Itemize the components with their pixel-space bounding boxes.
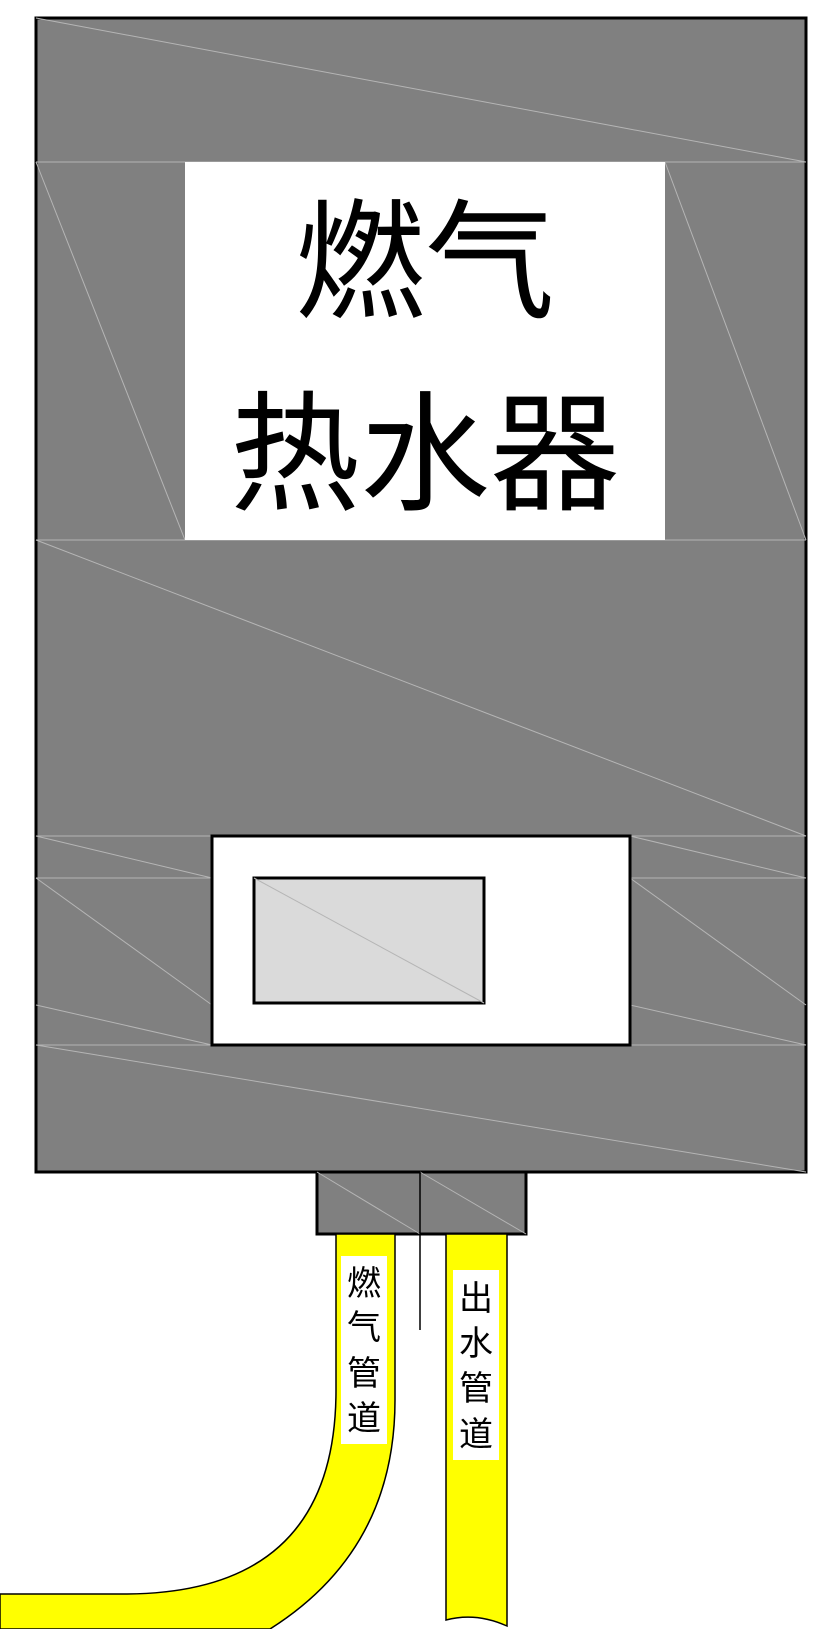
gas-pipe-label-bg xyxy=(341,1256,387,1444)
gas-pipe-label-char-2: 气 xyxy=(347,1308,381,1348)
display-guide-line xyxy=(253,877,485,1004)
water-pipe-label-char-4: 道 xyxy=(459,1415,493,1455)
water-pipe-label-char-2: 水 xyxy=(459,1324,493,1364)
title-line-2: 热水器 xyxy=(230,379,620,531)
gas-pipe-label-char-1: 燃 xyxy=(347,1264,381,1304)
connector-guide-lines xyxy=(316,1171,527,1235)
gas-pipe-label-char-4: 道 xyxy=(347,1399,381,1439)
water-pipe-label-bg xyxy=(453,1270,499,1460)
gas-pipe xyxy=(0,1233,396,1629)
pipe-connector xyxy=(315,1170,528,1236)
title-panel xyxy=(185,162,665,540)
gas-pipe-label-char-3: 管 xyxy=(347,1354,381,1394)
water-pipe-label-char-1: 出 xyxy=(459,1279,493,1319)
water-pipe-label-char-3: 管 xyxy=(459,1369,493,1409)
body-guide-lines xyxy=(35,17,807,1173)
title-line-1: 燃气 xyxy=(295,187,555,339)
